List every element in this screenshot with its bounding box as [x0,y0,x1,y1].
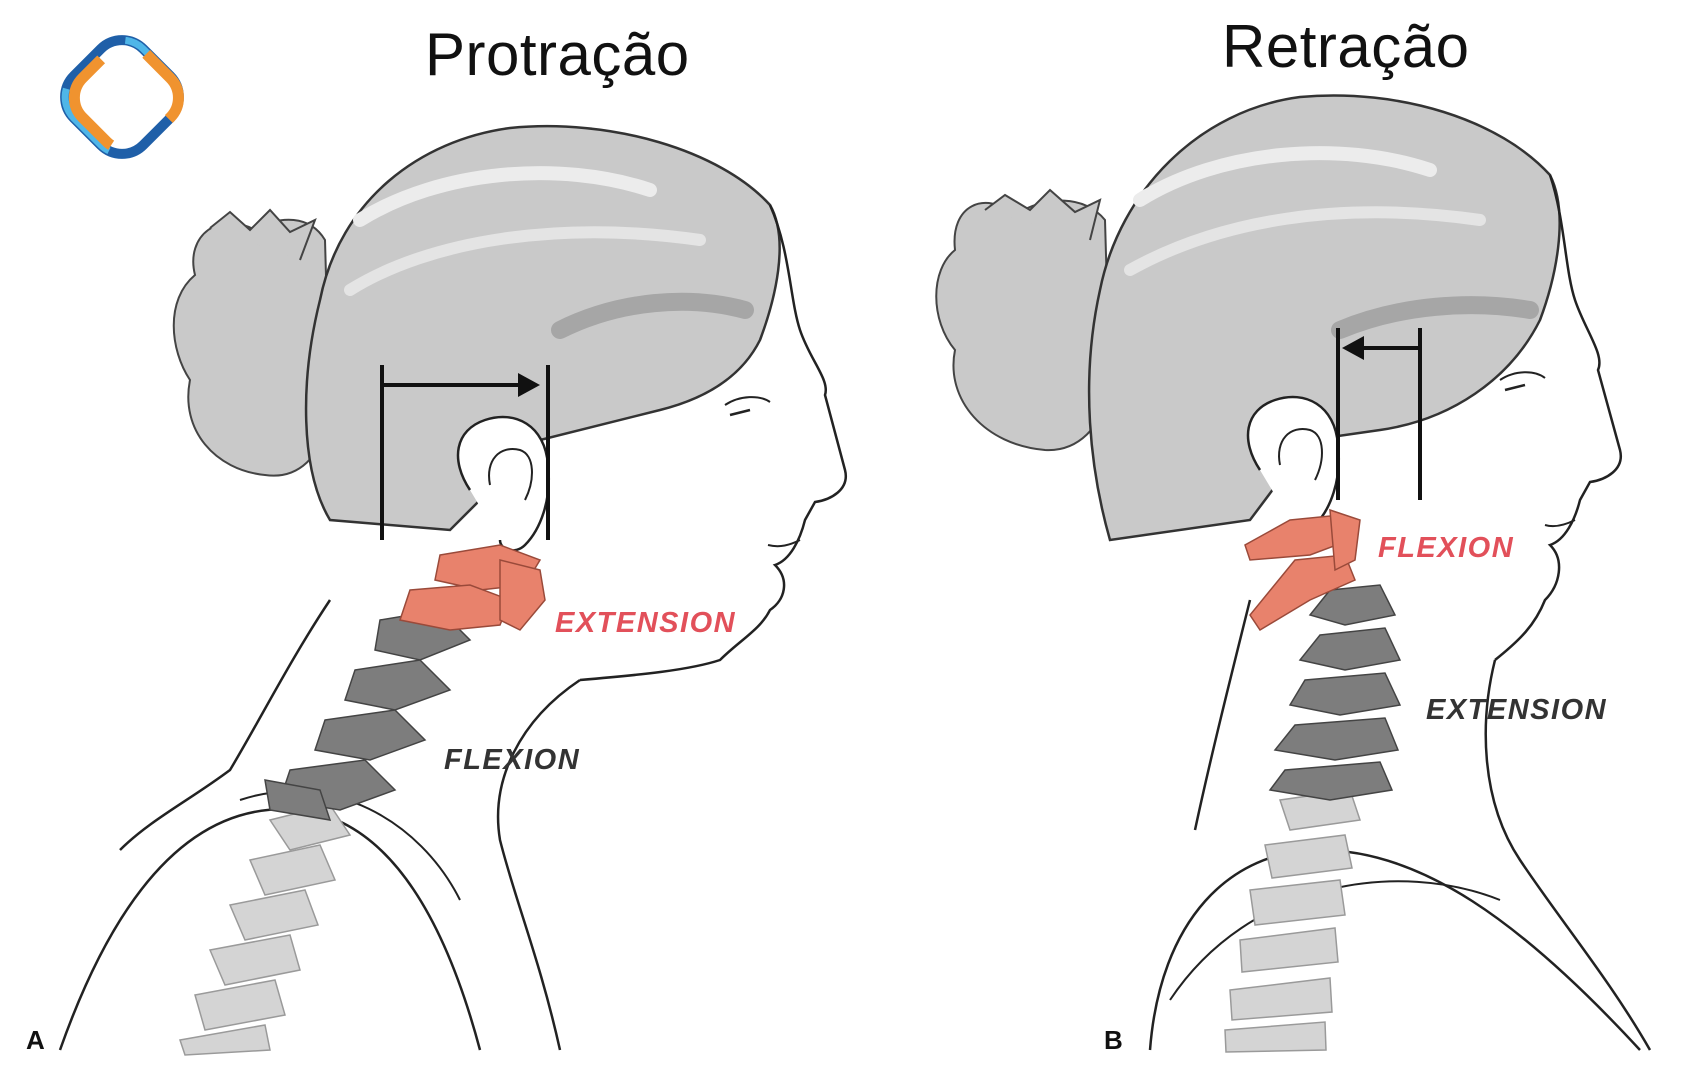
figure-a [58,124,848,1056]
label-flexion-a: FLEXION [444,744,581,776]
neck-outline-a [496,678,581,1051]
title-protracao: Protração [425,21,690,88]
shoulder-b [1148,848,1641,1051]
ear-b [1246,395,1340,532]
label-extension-b: EXTENSION [1426,694,1608,726]
ear-a [456,415,550,552]
title-retracao: Retração [1222,13,1470,80]
cervical-vertebrae-salmon-b [1244,508,1361,632]
head-hair-b [1087,94,1561,542]
lower-vertebrae-a [179,804,352,1056]
label-flexion-b: FLEXION [1378,532,1515,564]
figure-b [935,94,1652,1053]
panel-letter-b: B [1104,1025,1123,1055]
hair-bun-a [172,218,332,477]
cervical-vertebrae-dark-b [1268,584,1402,801]
protraction-arrow [380,365,550,540]
retraction-arrow [1336,328,1422,500]
panel-letter-a: A [26,1025,45,1055]
hair-bun-b [935,199,1112,452]
logo-icon [60,35,184,159]
head-hair-a [304,124,781,532]
cervical-vertebrae-salmon-a [399,544,546,631]
lower-vertebrae-b [1224,789,1361,1053]
neck-outline-b [1484,659,1652,1051]
label-extension-a: EXTENSION [555,607,737,639]
cervical-vertebrae-dark-a [264,609,472,821]
face-profile-b [1494,174,1623,661]
